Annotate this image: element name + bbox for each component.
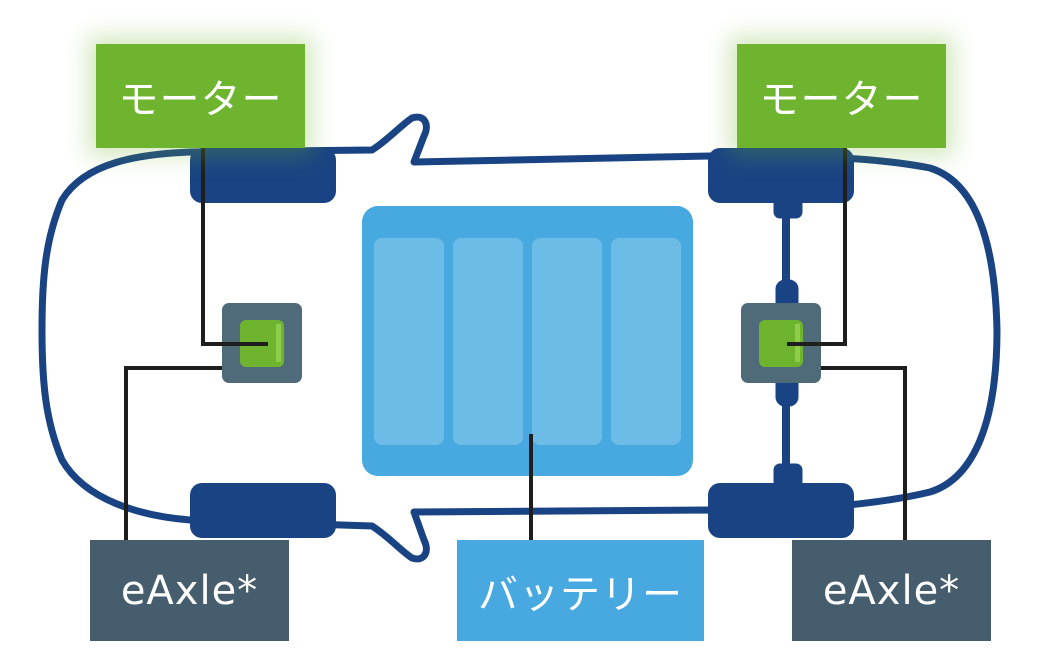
connector-motor-left <box>201 148 268 346</box>
battery-cell <box>532 238 602 445</box>
battery-cell <box>374 238 444 445</box>
battery-pack-icon <box>362 206 693 476</box>
eaxle-label-left: eAxle* <box>90 540 289 641</box>
connector-eaxle-right <box>821 366 907 540</box>
connector-motor-right <box>787 148 847 346</box>
battery-cell <box>453 238 523 445</box>
eaxle-core-right <box>759 320 803 367</box>
motor-label-right: モーター <box>737 44 946 148</box>
eaxle-core-left-highlight <box>276 324 281 362</box>
battery-cell <box>611 238 681 445</box>
connector-eaxle-left <box>124 366 222 540</box>
wheel-rear-left-icon <box>190 483 336 538</box>
wheel-front-left-icon <box>190 148 336 203</box>
battery-label: バッテリー <box>457 540 704 641</box>
eaxle-label-right: eAxle* <box>792 540 991 641</box>
wheel-rear-right-icon <box>708 483 854 538</box>
connector-lines <box>124 148 907 540</box>
motor-label-left: モーター <box>96 44 305 148</box>
wheel-front-right-icon <box>708 148 854 203</box>
